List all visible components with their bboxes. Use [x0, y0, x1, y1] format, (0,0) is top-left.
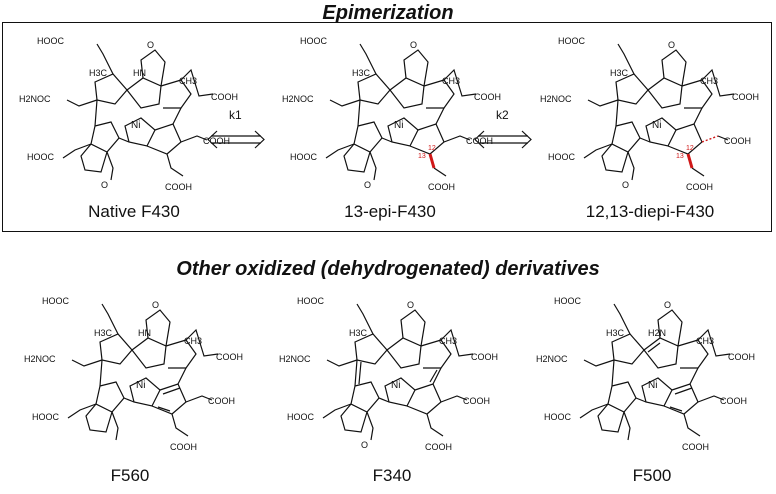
f560-structure: HOOC H3C H2NOC O HN CH3 COOH Ni COOH HOO…	[24, 296, 243, 452]
ch3-label: CH3	[696, 336, 714, 346]
methyl-label: H3C	[352, 68, 371, 78]
cooh-label: COOH	[728, 352, 755, 362]
cooh-label: HOOC	[290, 152, 318, 162]
k2-label: k2	[496, 108, 509, 122]
cooh-label: COOH	[686, 182, 713, 192]
cooh-label: HOOC	[544, 412, 572, 422]
ch3-label: CH3	[184, 336, 202, 346]
amide-label: H2NOC	[24, 354, 56, 364]
oxo-label: O	[152, 300, 159, 310]
cooh-label: COOH	[471, 352, 498, 362]
cooh-label: COOH	[211, 92, 238, 102]
native-f430-structure: HOOC H3C H2NOC O HN CH3 COOH Ni COOH HOO…	[19, 36, 238, 192]
cooh-label: COOH	[720, 396, 747, 406]
cooh-label: HOOC	[42, 296, 70, 306]
oxo-label: O	[668, 40, 675, 50]
epimerization-panel	[2, 22, 772, 232]
cooh-label: COOH	[466, 136, 493, 146]
h2n-label: H2N	[648, 328, 666, 338]
locant-13: 13	[418, 153, 426, 160]
epimerization-heading: Epimerization	[322, 2, 454, 24]
ch3-label: CH3	[179, 76, 197, 86]
ch3-label: CH3	[439, 336, 457, 346]
amide-label: H2NOC	[282, 94, 314, 104]
oxo-label: O	[410, 40, 417, 50]
methyl-label: H3C	[606, 328, 625, 338]
ketone-label: O	[101, 180, 108, 190]
ketone-label: O	[364, 180, 371, 190]
12-13-diepi-f430-structure: HOOC H3C H2NOC O CH3 COOH Ni COOH 12 13 …	[540, 36, 759, 192]
cooh-label: COOH	[463, 396, 490, 406]
hn-label: HN	[138, 328, 151, 338]
f500-structure: HOOC H3C H2NOC O H2N CH3 COOH Ni COOH HO…	[536, 296, 755, 452]
13-epi-f430-structure: HOOC H3C H2NOC O CH3 COOH Ni COOH 12 13 …	[282, 36, 501, 192]
oxo-label: O	[147, 40, 154, 50]
cooh-label: COOH	[208, 396, 235, 406]
cooh-label: HOOC	[300, 36, 328, 46]
cooh-label: HOOC	[32, 412, 60, 422]
caption-f340: F340	[372, 466, 412, 485]
hn-label: HN	[133, 68, 146, 78]
k1-label: k1	[229, 108, 242, 122]
equilibrium-arrow-2	[474, 130, 532, 149]
caption-native-f430: Native F430	[88, 202, 180, 221]
caption-f560: F560	[110, 466, 150, 485]
ni-label: Ni	[648, 380, 657, 391]
methyl-label: H3C	[89, 68, 108, 78]
oxo-label: O	[407, 300, 414, 310]
cooh-label: HOOC	[27, 152, 55, 162]
cooh-label: COOH	[216, 352, 243, 362]
cooh-label: HOOC	[297, 296, 325, 306]
ketone-label: O	[622, 180, 629, 190]
ni-label: Ni	[391, 380, 400, 391]
locant-12: 12	[428, 145, 436, 152]
cooh-label: COOH	[165, 182, 192, 192]
cooh-label: HOOC	[548, 152, 576, 162]
ni-label: Ni	[136, 380, 145, 391]
ch3-label: CH3	[442, 76, 460, 86]
amide-label: H2NOC	[19, 94, 51, 104]
locant-13: 13	[676, 153, 684, 160]
ni-label: Ni	[394, 120, 403, 131]
methyl-label: H3C	[94, 328, 113, 338]
cooh-label: HOOC	[554, 296, 582, 306]
caption-12-13-diepi-f430: 12,13-diepi-F430	[585, 202, 715, 221]
cooh-label: COOH	[425, 442, 452, 452]
methyl-label: H3C	[610, 68, 629, 78]
ketone-label: O	[361, 440, 368, 450]
amide-label: H2NOC	[279, 354, 311, 364]
cooh-label: COOH	[682, 442, 709, 452]
ni-label: Ni	[652, 120, 661, 131]
cooh-label: COOH	[428, 182, 455, 192]
caption-13-epi-f430: 13-epi-F430	[344, 202, 436, 221]
amide-label: H2NOC	[540, 94, 572, 104]
oxo-label: O	[664, 300, 671, 310]
cooh-label: COOH	[474, 92, 501, 102]
ch3-label: CH3	[700, 76, 718, 86]
equilibrium-arrow-1	[207, 130, 265, 149]
locant-12: 12	[686, 145, 694, 152]
amide-label: H2NOC	[536, 354, 568, 364]
f340-structure: HOOC H3C H2NOC O CH3 COOH Ni COOH HOOC O…	[279, 296, 498, 452]
derivatives-heading: Other oxidized (dehydrogenated) derivati…	[176, 258, 600, 280]
cooh-label: COOH	[732, 92, 759, 102]
methyl-label: H3C	[349, 328, 368, 338]
cooh-label: HOOC	[558, 36, 586, 46]
cooh-label: COOH	[203, 136, 230, 146]
cooh-label: HOOC	[37, 36, 65, 46]
cooh-label: COOH	[170, 442, 197, 452]
ni-label: Ni	[131, 120, 140, 131]
cooh-label: COOH	[724, 136, 751, 146]
cooh-label: HOOC	[287, 412, 315, 422]
caption-f500: F500	[632, 466, 672, 485]
